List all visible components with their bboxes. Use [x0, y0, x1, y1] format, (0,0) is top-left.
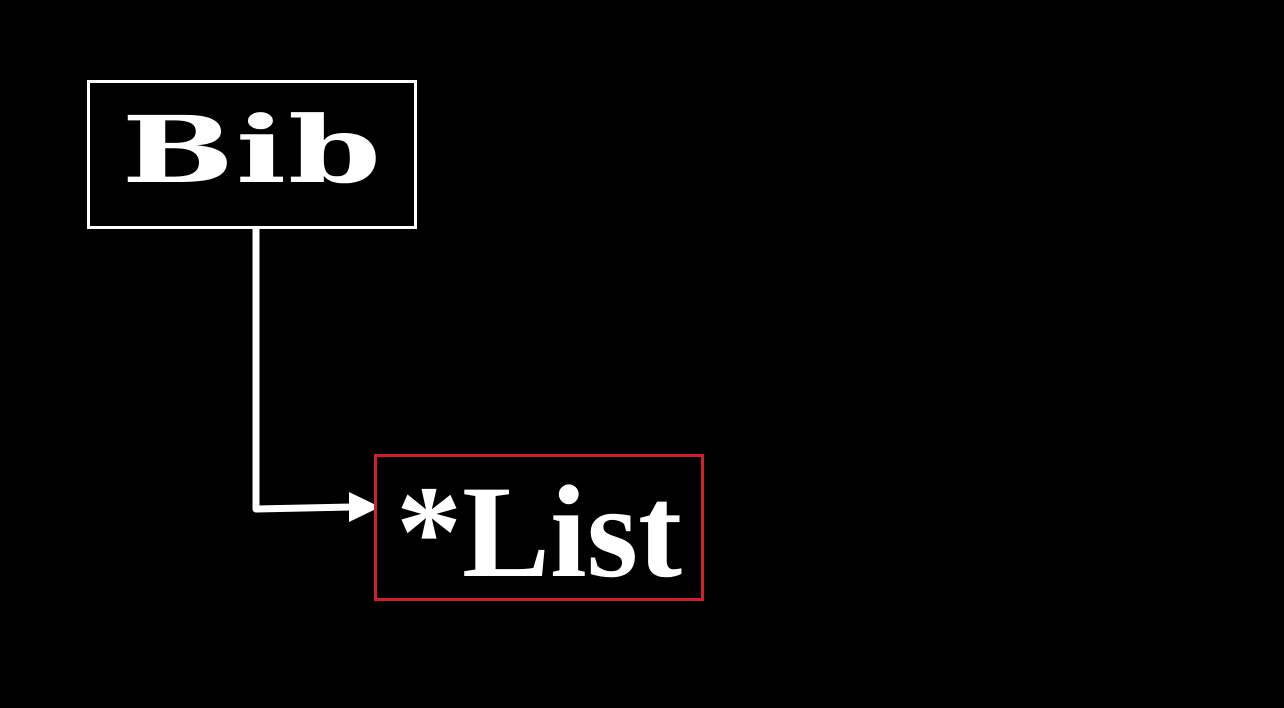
node-list-label: *List	[395, 457, 683, 605]
arrowhead-icon	[349, 492, 380, 522]
connector-line	[252, 225, 356, 513]
node-list: *List	[374, 454, 704, 601]
node-bib-label: Bib	[121, 95, 383, 204]
node-bib: Bib	[87, 80, 417, 229]
